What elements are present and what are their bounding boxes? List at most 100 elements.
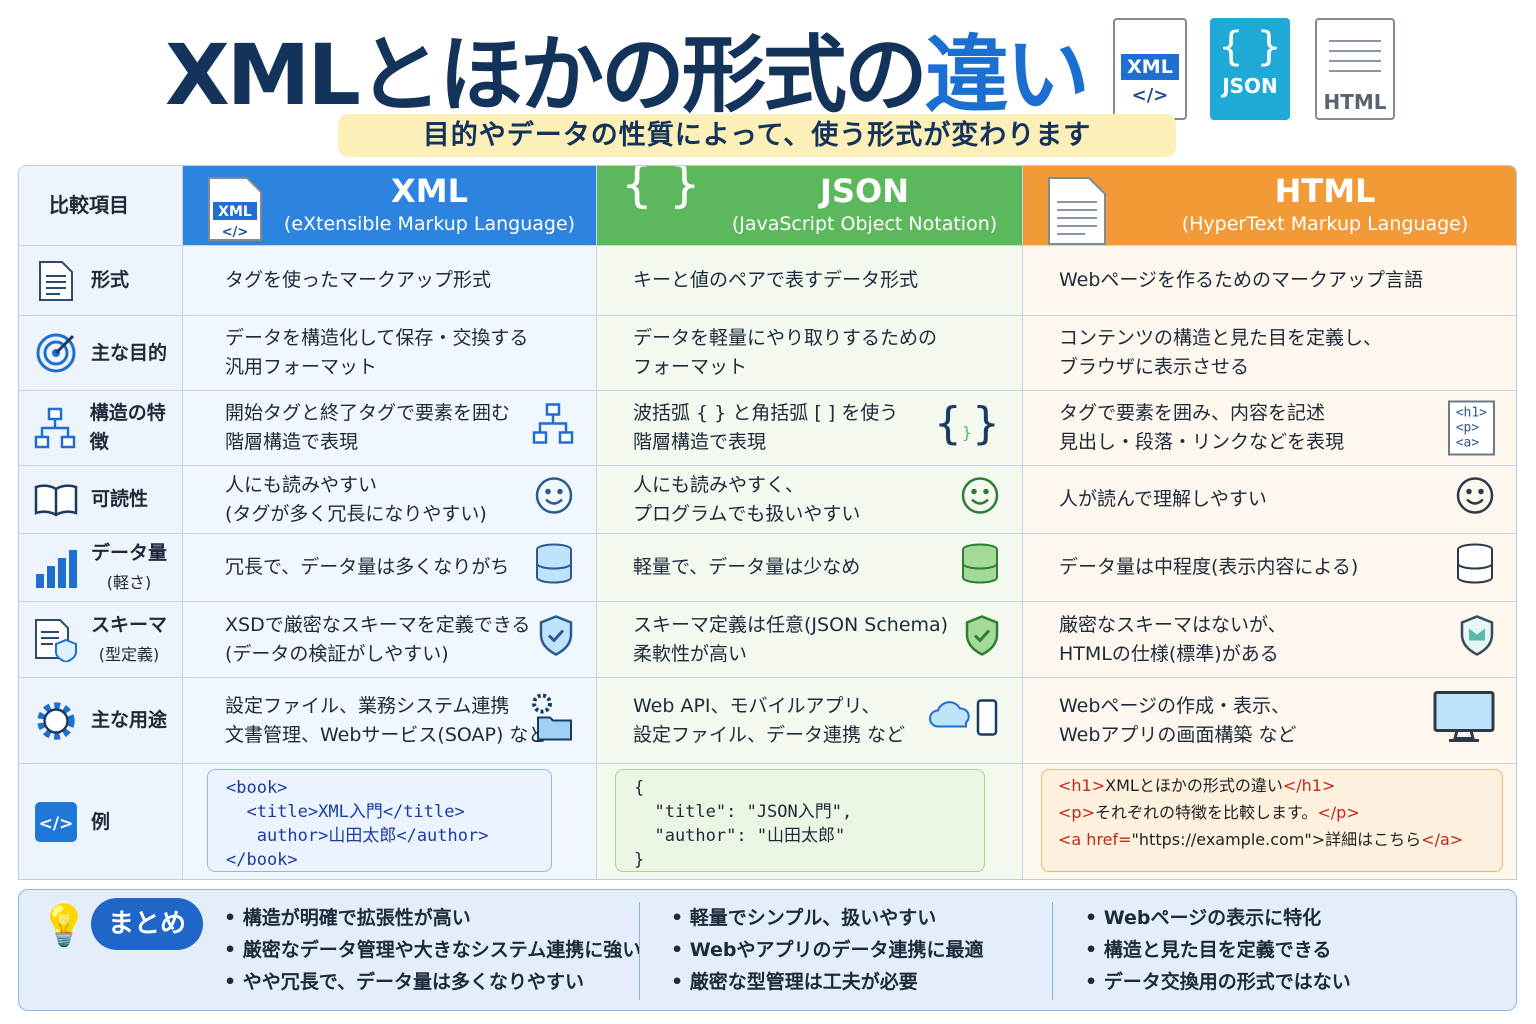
row-label: 形式 xyxy=(19,246,183,316)
row-label: 主な目的 xyxy=(19,316,183,391)
table-cell: データを構造化して保存・交換する汎用フォーマット xyxy=(183,316,597,391)
table-cell: 軽量で、データ量は少なめ xyxy=(597,534,1023,602)
cell-line: 厳密なスキーマはないが、 xyxy=(1059,613,1287,636)
header-xml: XML </> XML (eXtensible Markup Language) xyxy=(183,166,597,246)
code-line: </book> xyxy=(226,850,298,870)
cell-text: タグで要素を囲み、内容を記述見出し・段落・リンクなどを表現 xyxy=(1023,399,1516,457)
cell-line: 設定ファイル、データ連携 など xyxy=(633,723,906,746)
cell-text: 設定ファイル、業務システム連携文書管理、Webサービス(SOAP) など xyxy=(183,692,596,750)
cell-text: Web API、モバイルアプリ、設定ファイル、データ連携 など xyxy=(597,692,1022,750)
code-block-html: <h1>XMLとほかの形式の違い</h1><p>それぞれの特徴を比較します。</… xyxy=(1041,769,1503,872)
cell-line: タグを使ったマークアップ形式 xyxy=(225,269,492,291)
cell-text: 厳密なスキーマはないが、 HTMLの仕様(標準)がある xyxy=(1023,611,1516,669)
hierarchy-icon xyxy=(532,403,574,454)
cell-line: 柔軟性が高い xyxy=(633,642,748,665)
html-tags-icon: <h1><p><a> xyxy=(1447,400,1495,456)
header-name: HTML xyxy=(1274,172,1376,210)
summary-item: • 構造が明確で拡張性が高い xyxy=(224,907,471,929)
cell-line: (タグが多く冗長になりやすい) xyxy=(225,502,487,525)
code-open-tag: <a href= xyxy=(1058,830,1132,849)
cell-text: Webページを作るためのマークアップ言語 xyxy=(1023,266,1516,295)
row-label-sub: (型定義) xyxy=(98,644,160,664)
code-line: "author": "山田太郎" xyxy=(634,826,846,846)
header-name: JSON xyxy=(820,172,909,210)
cell-line: データ量は中程度(表示内容による) xyxy=(1059,556,1359,578)
cell-line: プログラムでも扱いやすい xyxy=(633,502,861,525)
row-label: 可読性 xyxy=(19,466,183,534)
table-cell: XSDで厳密なスキーマを定義できる(データの検証がしやすい) xyxy=(183,602,597,678)
cell-line: 開始タグと終了タグで要素を囲む xyxy=(225,402,511,424)
title-accent: 違い xyxy=(924,26,1090,124)
bar-chart-icon xyxy=(33,548,79,588)
cell-line: Webページの作成・表示、 xyxy=(1059,694,1291,717)
json-braces: { } xyxy=(1218,24,1282,70)
svg-text:XML: XML xyxy=(218,204,252,220)
summary-item: • 軽量でシンプル、扱いやすい xyxy=(671,907,937,929)
cell-text: タグを使ったマークアップ形式 xyxy=(183,266,596,295)
code-line: author>山田太郎</author> xyxy=(226,826,489,846)
cell-line: 冗長で、データ量は多くなりがち xyxy=(225,556,510,578)
summary-xml: • 構造が明確で拡張性が高い• 厳密なデータ管理や大きなシステム連携に強い• や… xyxy=(224,902,641,998)
json-label: JSON xyxy=(1222,74,1278,98)
summary-item: • Webやアプリのデータ連携に最適 xyxy=(671,939,984,961)
cell-text: 人にも読みやすい (タグが多く冗長になりやすい) xyxy=(183,471,596,529)
hierarchy-icon xyxy=(33,407,78,449)
gear-folder-icon xyxy=(528,691,574,750)
cell-text: XSDで厳密なスキーマを定義できる(データの検証がしやすい) xyxy=(183,611,596,669)
cloud-phone-icon xyxy=(928,696,1000,745)
cell-line: 軽量で、データ量は少なめ xyxy=(633,556,861,578)
cell-line: 階層構造で表現 xyxy=(225,431,359,453)
code-close-tag: </a> xyxy=(1421,830,1464,849)
smiley-icon xyxy=(534,475,574,524)
cell-line: キーと値のペアで表すデータ形式 xyxy=(633,269,919,291)
summary-item: • 構造と見た目を定義できる xyxy=(1085,939,1332,961)
row-label-main: 構造の特徴 xyxy=(89,402,166,453)
cell-line: 人が読んで理解しやすい xyxy=(1059,488,1267,510)
table-cell: 設定ファイル、業務システム連携文書管理、Webサービス(SOAP) など xyxy=(183,678,597,764)
code-close-tag: </p> xyxy=(1317,803,1360,822)
code-icon: </> xyxy=(33,802,79,842)
header-fullname: (eXtensible Markup Language) xyxy=(283,213,576,235)
cell-line: XSDで厳密なスキーマを定義できる xyxy=(225,613,531,636)
code-block-json: { "title": "JSON入門", "author": "山田太郎"} xyxy=(615,769,985,872)
code-open-tag: <p> xyxy=(1058,803,1095,822)
table-cell: 厳密なスキーマはないが、 HTMLの仕様(標準)がある xyxy=(1023,602,1516,678)
row-label-text: 形式 xyxy=(91,266,129,295)
cell-line: 人にも読みやすく、 xyxy=(633,473,805,496)
summary-html: • Webページの表示に特化• 構造と見た目を定義できる• データ交換用の形式で… xyxy=(1085,902,1351,998)
row-label-text: 可読性 xyxy=(91,485,148,514)
row-label-text: 構造の特徴 xyxy=(90,399,182,457)
cell-line: 人にも読みやすい xyxy=(225,473,378,496)
table-cell: タグで要素を囲み、内容を記述見出し・段落・リンクなどを表現<h1><p><a> xyxy=(1023,391,1516,466)
code-text: "https://example.com">詳細はこちら xyxy=(1131,830,1422,849)
header-name: XML xyxy=(391,172,468,210)
row-label-main: 例 xyxy=(91,810,111,833)
cell-text: データを軽量にやり取りするためのフォーマット xyxy=(597,324,1022,382)
cell-line: 文書管理、Webサービス(SOAP) など xyxy=(225,723,548,746)
xml-file-icon: XML</> xyxy=(1113,18,1187,120)
cell-text: 軽量で、データ量は少なめ xyxy=(597,553,1022,582)
code-line: { xyxy=(634,778,645,798)
svg-text:</>: </> xyxy=(222,225,249,240)
row-label-main: 主な用途 xyxy=(91,709,168,731)
summary-badge: まとめ xyxy=(91,898,203,950)
table-cell: データを軽量にやり取りするためのフォーマット xyxy=(597,316,1023,391)
cell-text: 人にも読みやすく、プログラムでも扱いやすい xyxy=(597,471,1022,529)
smiley-icon xyxy=(960,475,1000,524)
document-icon xyxy=(1047,176,1107,255)
row-label-sub: (軽さ) xyxy=(106,572,152,592)
cell-line: 階層構造で表現 xyxy=(633,431,767,453)
code-line: <h1>XMLとほかの形式の違い</h1> xyxy=(1058,772,1486,799)
cell-text: コンテンツの構造と見た目を定義し、ブラウザに表示させる xyxy=(1023,324,1516,382)
xml-tag-label: XML xyxy=(1121,54,1179,80)
monitor-icon xyxy=(1433,690,1495,751)
cell-line: ブラウザに表示させる xyxy=(1059,356,1250,378)
divider xyxy=(1052,902,1053,1000)
divider xyxy=(639,902,640,1000)
table-cell: 開始タグと終了タグで要素を囲む階層構造で表現 xyxy=(183,391,597,466)
cell-line: Webページを作るためのマークアップ言語 xyxy=(1059,269,1424,291)
cell-line: HTMLの仕様(標準)がある xyxy=(1059,642,1279,665)
json-file-icon: { } JSON xyxy=(1210,18,1290,120)
table-cell: Webページを作るためのマークアップ言語 xyxy=(1023,246,1516,316)
